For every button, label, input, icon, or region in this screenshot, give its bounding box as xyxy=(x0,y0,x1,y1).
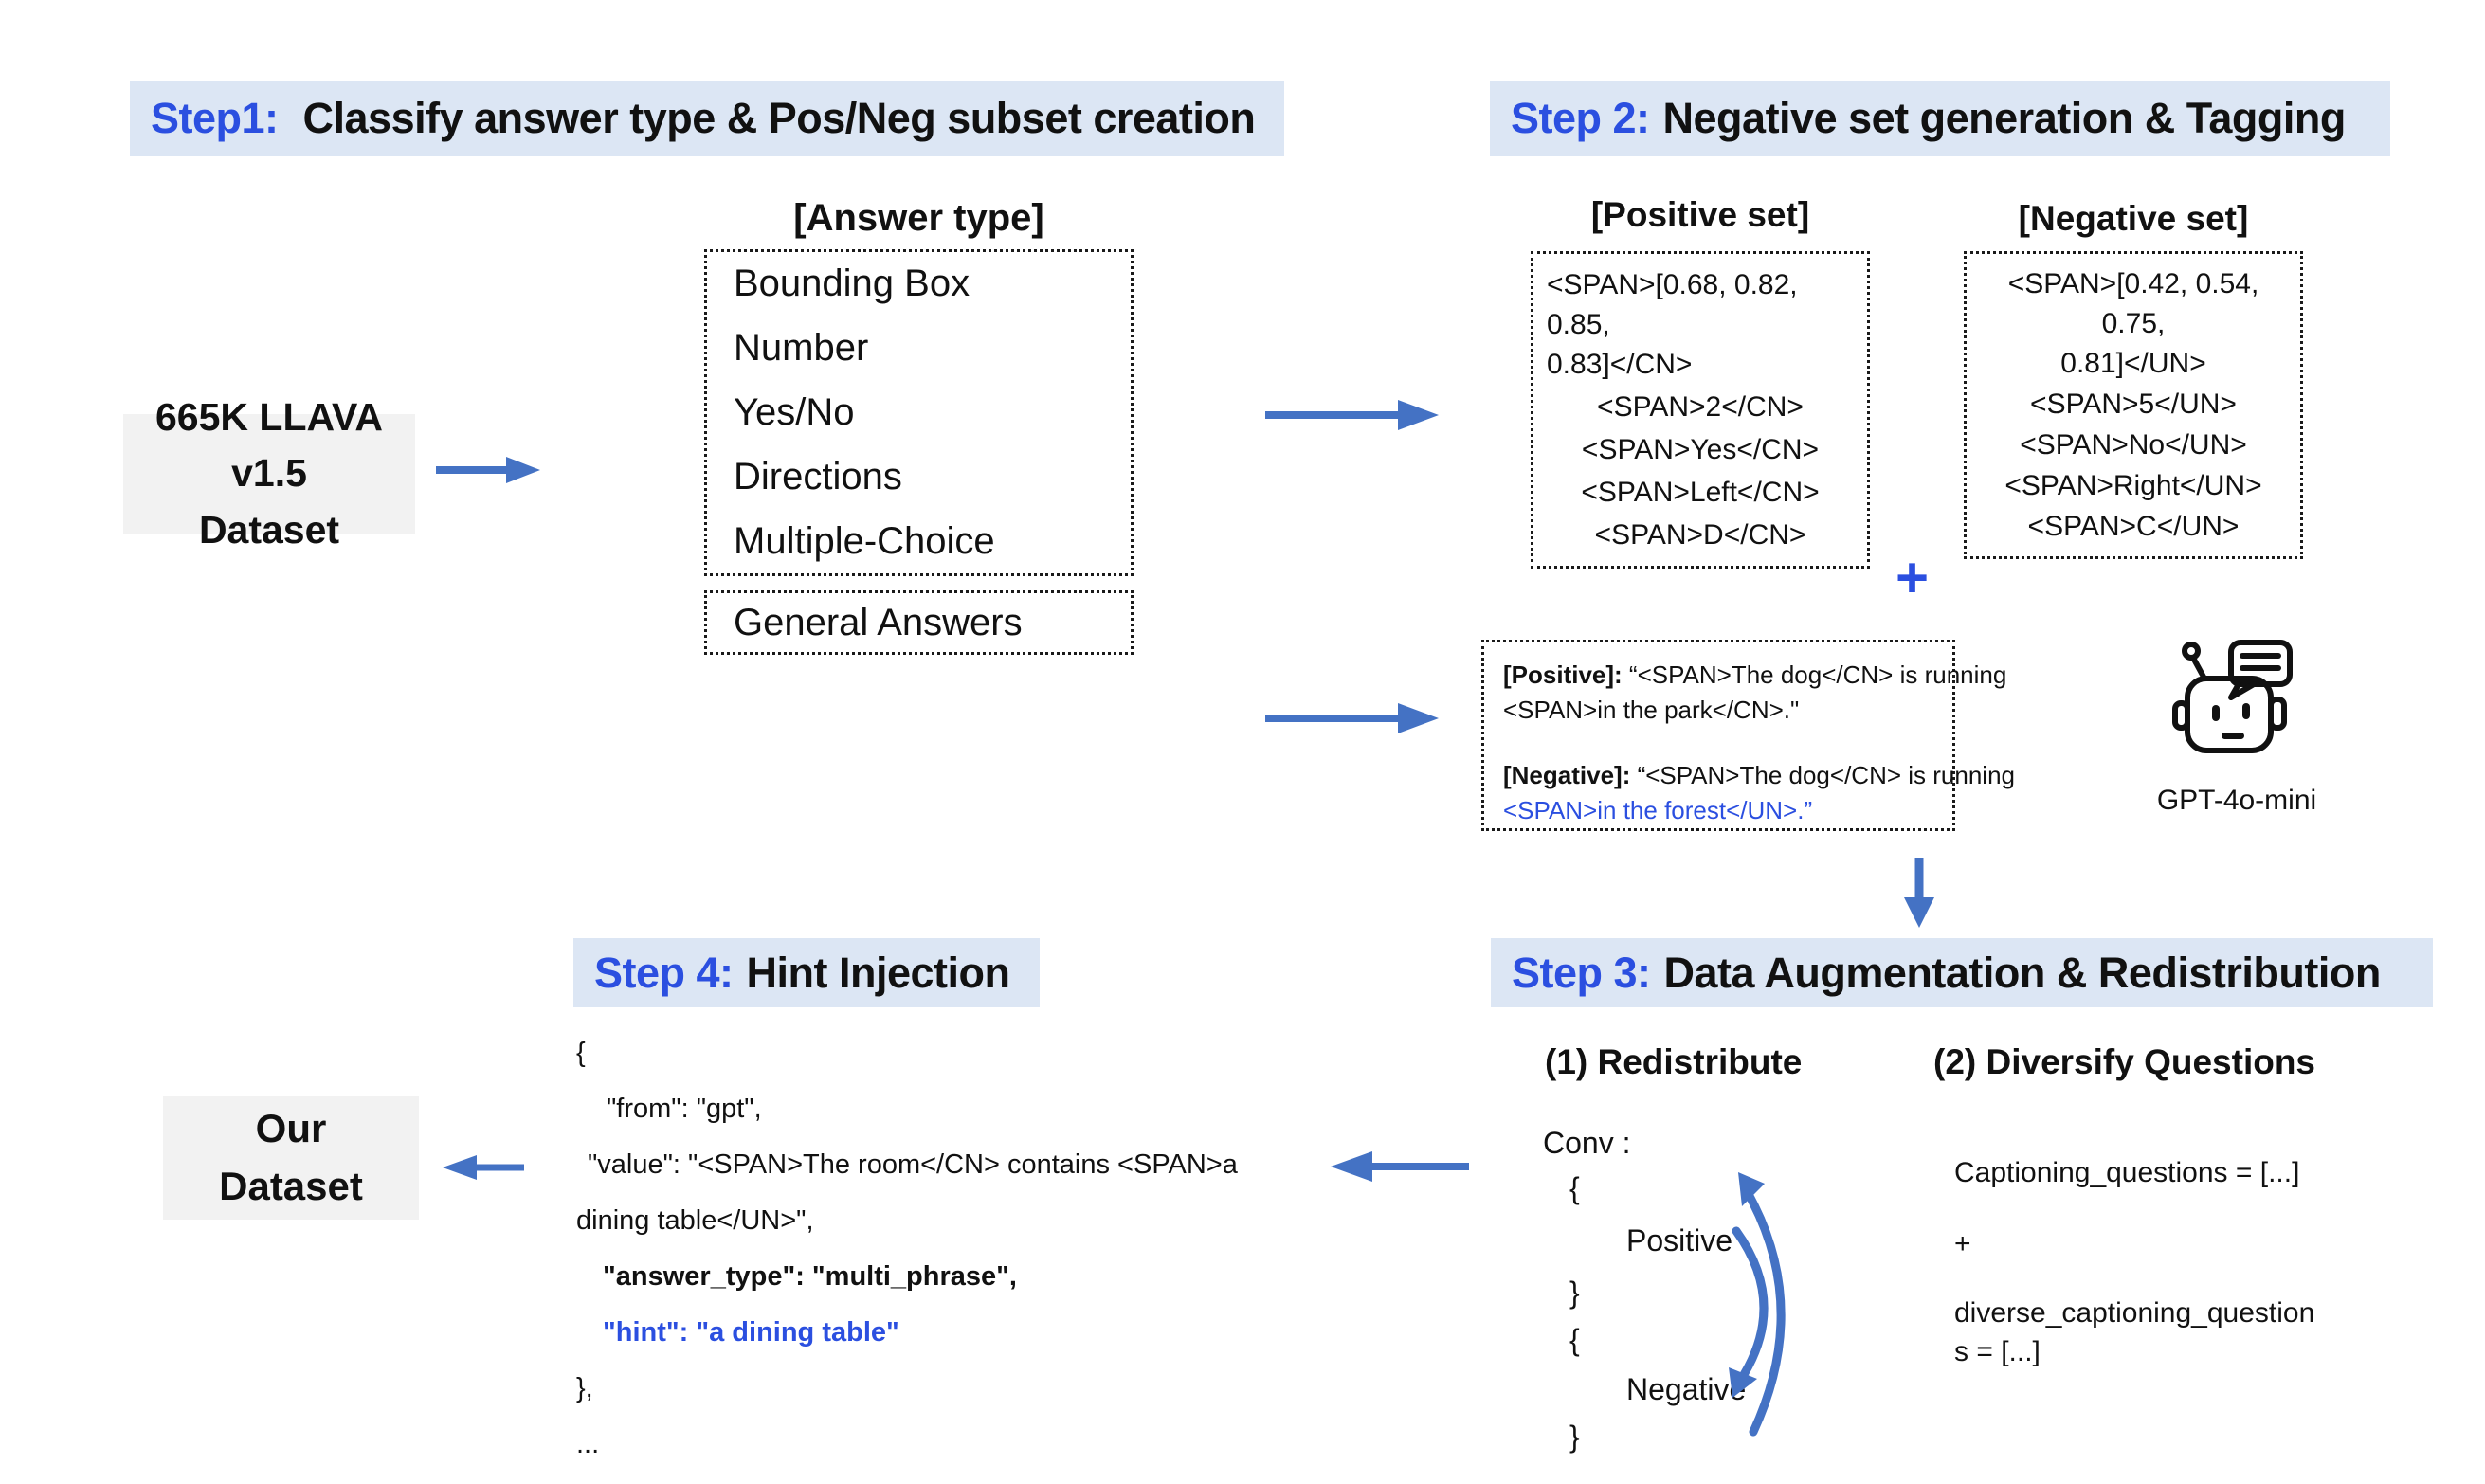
positive-set-item: <SPAN>Left</CN> xyxy=(1581,476,1820,508)
our-dataset-line2: Dataset xyxy=(219,1164,363,1208)
tagging-negative-line1: “<SPAN>The dog</CN> is running xyxy=(1630,760,2015,789)
positive-set-item: <SPAN>Yes</CN> xyxy=(1581,433,1820,465)
source-dataset-line2: Dataset xyxy=(198,507,340,552)
general-answers-label: General Answers xyxy=(734,601,1023,643)
tagging-negative-label: [Negative]: xyxy=(1503,760,1631,789)
our-dataset-box: Our Dataset xyxy=(163,1096,419,1220)
our-dataset-line1: Our xyxy=(255,1106,327,1151)
hint-injection-code: { "from": "gpt", "value": "<SPAN>The roo… xyxy=(576,1025,1238,1473)
step4-label: Step 4: xyxy=(594,948,734,997)
arrow-answer-type-to-positive-set-icon xyxy=(1265,400,1439,430)
answer-type-box: Bounding Box Number Yes/No Directions Mu… xyxy=(704,249,1134,576)
brace-close: } xyxy=(1569,1276,1580,1310)
positive-label: Positive xyxy=(1626,1223,1733,1258)
captioning-questions-line: Captioning_questions = [...] xyxy=(1954,1157,2300,1188)
negative-label: Negative xyxy=(1626,1372,1747,1406)
json-from-line: "from": "gpt", xyxy=(607,1094,762,1124)
json-value-line1: "value": "<SPAN>The room</CN> contains <… xyxy=(588,1149,1238,1180)
answer-type-item: Bounding Box xyxy=(734,262,970,305)
tagging-example-box: [Positive]: “<SPAN>The dog</CN> is runni… xyxy=(1481,640,2015,831)
json-ellipsis: ... xyxy=(576,1429,600,1459)
negative-set-heading: [Negative set] xyxy=(2018,199,2249,238)
arrow-step3-to-step4-icon xyxy=(1331,1151,1469,1182)
conv-label: Conv : xyxy=(1543,1126,1631,1160)
step4-header: Step 4: Hint Injection xyxy=(573,938,1040,1007)
negative-set-box: <SPAN>[0.42, 0.54, 0.75, 0.81]</UN> <SPA… xyxy=(1964,251,2303,559)
step1-label: Step1: xyxy=(151,94,290,142)
step2-header: Step 2: Negative set generation & Taggin… xyxy=(1490,81,2390,156)
arrow-dataset-to-answer-type-icon xyxy=(436,457,540,483)
plus-sign: + xyxy=(1895,546,1930,609)
json-hint-line: "hint": "a dining table" xyxy=(603,1317,899,1348)
negative-set-item: <SPAN>[0.42, 0.54, 0.75, 0.81]</UN> xyxy=(2007,267,2259,379)
positive-set-item: <SPAN>[0.68, 0.82, 0.85, 0.83]</CN> xyxy=(1547,268,1798,380)
negative-set-item: <SPAN>No</UN> xyxy=(2020,428,2247,461)
arrow-step4-to-our-dataset-icon xyxy=(443,1155,524,1180)
positive-set-box: <SPAN>[0.68, 0.82, 0.85, 0.83]</CN> <SPA… xyxy=(1531,251,1870,569)
source-dataset-line1: 665K LLAVA v1.5 xyxy=(155,394,383,496)
tagging-positive-label: [Positive]: xyxy=(1503,661,1623,689)
step2-label: Step 2: xyxy=(1511,94,1650,142)
tagging-positive-line2: <SPAN>in the park</CN>." xyxy=(1503,695,1800,724)
brace-open: { xyxy=(1569,1171,1580,1205)
negative-set-item: <SPAN>5</UN> xyxy=(2030,388,2237,420)
step4-title: Hint Injection xyxy=(746,948,1011,997)
diversify-plus: + xyxy=(1954,1228,1971,1259)
positive-set-item: <SPAN>D</CN> xyxy=(1594,518,1806,551)
json-value-line2: dining table</UN>", xyxy=(576,1205,814,1236)
swap-arrows-icon xyxy=(1729,1172,1786,1437)
diversify-heading: (2) Diversify Questions xyxy=(1933,1042,2316,1081)
json-answer-type-line: "answer_type": "multi_phrase", xyxy=(603,1261,1017,1292)
positive-set-item: <SPAN>2</CN> xyxy=(1597,390,1804,423)
diverse-captioning-line: diverse_captioning_question s = [...] xyxy=(1954,1297,2315,1367)
step1-title: Classify answer type & Pos/Neg subset cr… xyxy=(302,94,1256,142)
step2-title: Negative set generation & Tagging xyxy=(1662,94,2347,142)
step3-header: Step 3: Data Augmentation & Redistributi… xyxy=(1491,938,2433,1007)
json-close: }, xyxy=(576,1373,593,1403)
tagging-negative-line2: <SPAN>in the forest</UN>.” xyxy=(1503,795,1813,824)
step3-title: Data Augmentation & Redistribution xyxy=(1663,948,2382,997)
positive-set-heading: [Positive set] xyxy=(1590,195,1810,234)
arrow-tagging-to-step3-icon xyxy=(1904,858,1934,928)
step1-header: Step1: Classify answer type & Pos/Neg su… xyxy=(130,81,1284,156)
negative-set-item: <SPAN>Right</UN> xyxy=(2004,469,2262,501)
step3-label: Step 3: xyxy=(1512,948,1651,997)
answer-type-item: Directions xyxy=(734,455,902,498)
json-open: { xyxy=(576,1038,586,1068)
gpt-model-label: GPT-4o-mini xyxy=(2156,785,2317,816)
brace-close: } xyxy=(1569,1420,1580,1454)
brace-open: { xyxy=(1569,1323,1580,1357)
answer-type-item: Yes/No xyxy=(734,390,855,433)
answer-type-item: Multiple-Choice xyxy=(734,519,995,562)
general-answers-box: General Answers xyxy=(704,590,1134,655)
negative-set-item: <SPAN>C</UN> xyxy=(2027,510,2240,542)
robot-icon xyxy=(2172,640,2293,753)
redistribute-heading: (1) Redistribute xyxy=(1545,1042,1803,1081)
answer-type-item: Number xyxy=(734,327,869,370)
tagging-positive-line1: “<SPAN>The dog</CN> is running xyxy=(1622,661,2007,689)
arrow-general-answers-to-tagging-icon xyxy=(1265,703,1439,733)
source-dataset-box: 665K LLAVA v1.5 Dataset xyxy=(123,395,415,552)
answer-type-heading: [Answer type] xyxy=(793,197,1044,239)
